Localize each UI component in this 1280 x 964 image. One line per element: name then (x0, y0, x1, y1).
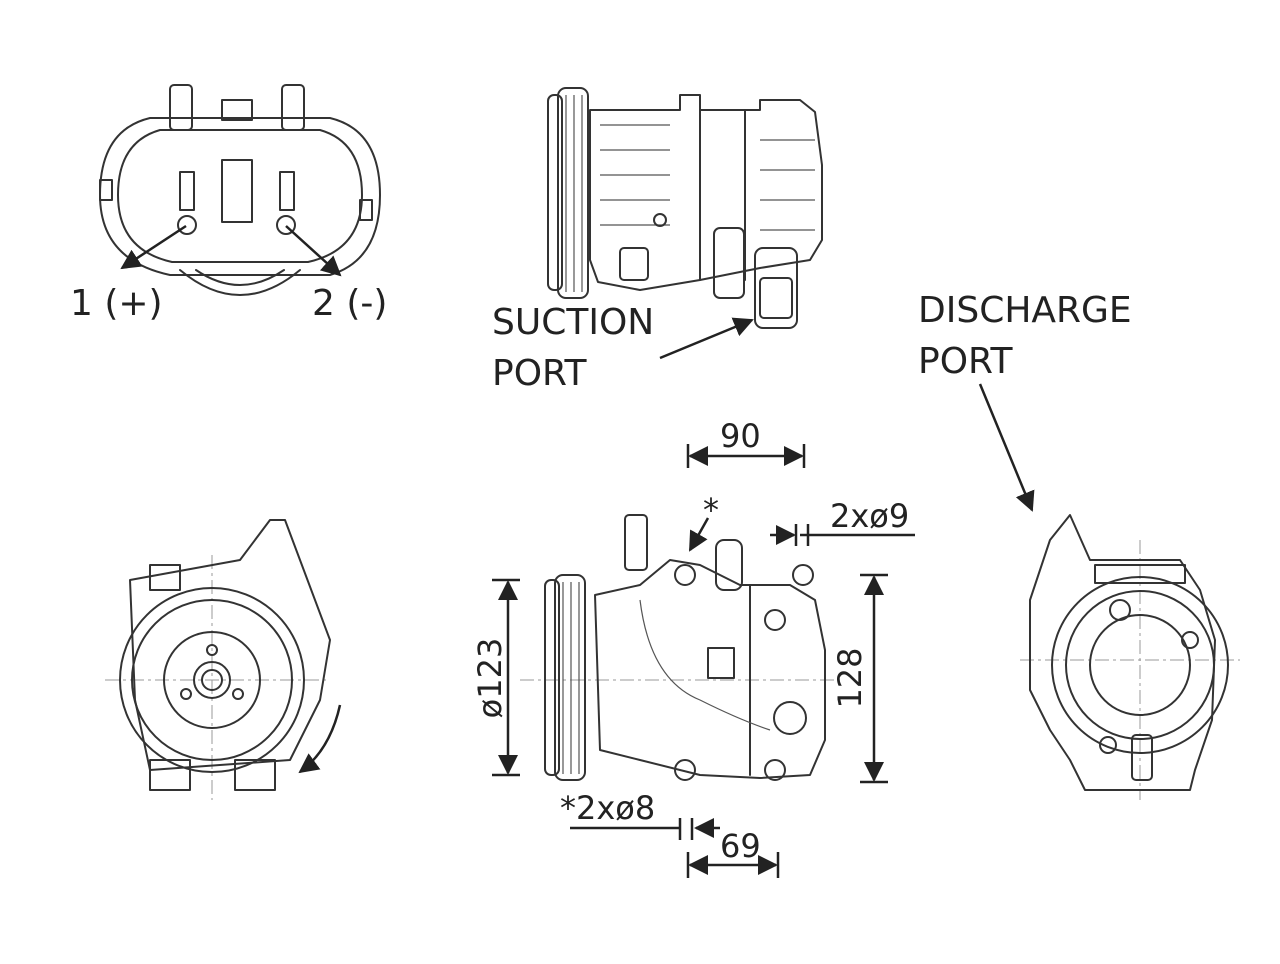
asterisk-mark: * (703, 491, 719, 529)
connector-view (99, 84, 381, 296)
discharge-port-label-line2: PORT (918, 341, 1013, 382)
discharge-port-label-line1: DISCHARGE (918, 290, 1132, 331)
dimension-bottom-holes: *2xø8 (560, 789, 656, 827)
compressor-front-view (105, 519, 342, 800)
dimension-body-height: 128 (831, 647, 869, 709)
dimension-top-width: 90 (720, 417, 761, 455)
suction-port-label-line1: SUCTION (492, 302, 655, 343)
compressor-side-view (492, 444, 915, 878)
dimension-pulley-diameter: ø123 (471, 637, 509, 719)
dimension-bottom-width: 69 (720, 827, 761, 865)
compressor-top-view (547, 87, 823, 360)
pin2-label: 2 (-) (312, 283, 388, 324)
suction-port-label-line2: PORT (492, 353, 587, 394)
dimension-top-holes: 2xø9 (830, 497, 910, 535)
compressor-rear-view (978, 383, 1240, 800)
pin1-label: 1 (+) (70, 283, 163, 324)
